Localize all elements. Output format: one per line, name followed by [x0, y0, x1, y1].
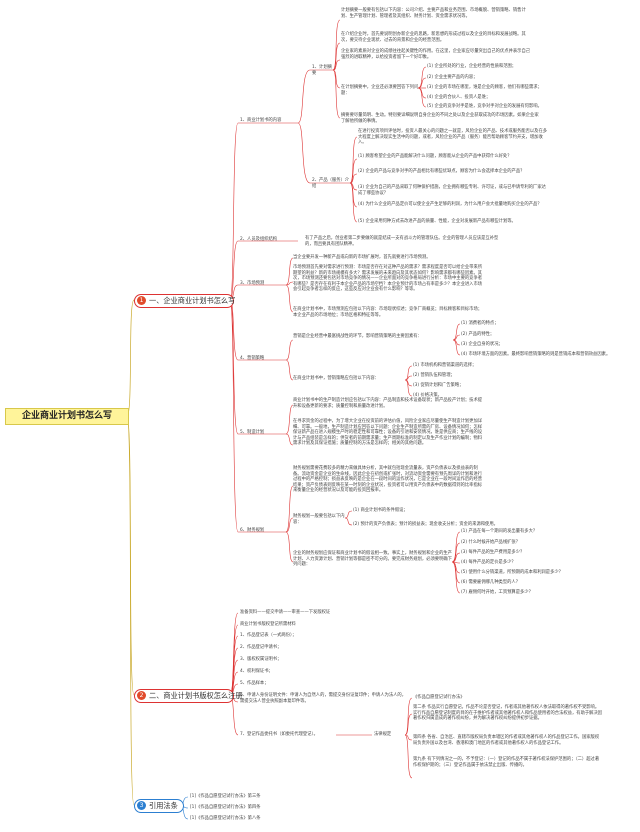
marketing-content-3: (3) 促销计划和广告策略；: [413, 383, 464, 388]
financial-question-2: (2) 什么时候开始产品线扩张？: [461, 540, 521, 545]
reference-2[interactable]: [1]《作品自愿登记试行办法》第四条: [190, 805, 261, 810]
summary-question-4: (4) 企业的合伙人、投资人是谁；: [427, 95, 491, 100]
financial-content-2: (2) 预计的资产负债表；预计的损益表；现金收支分析；资金的来源和使用。: [353, 522, 498, 527]
register-material-4: 4、权利保证书；: [240, 669, 273, 674]
summary-text-4: 摘要要尽量简明、生动。特别要详细说明自身企业的不同之处以及企业获取成功的市场因素…: [341, 113, 539, 124]
financial-question-7: (7) 雇佣何时开始，工资预算是多少？: [461, 590, 533, 595]
register-material-1: 1、作品登记表（一式两份）；: [240, 633, 297, 638]
marketing-content-2: (2) 营销队伍和管理；: [413, 373, 455, 378]
register-material-6: 6、申请人身份证明文件：申请人为自然人的，需提交身份证复印件；申请人为法人的，需…: [240, 693, 407, 704]
summary-text-2: 在介绍企业时，首先要说明创办新企业的思路，新思想的形成过程以及企业的目标和发展战…: [341, 32, 526, 43]
financial-question-6: (6) 需要雇佣哪几种类型的人？: [461, 580, 521, 585]
market-text-3: 在商业计划书中，市场预测应包括以下内容：市场现状综述；竞争厂商概览；目标顾客和目…: [293, 307, 483, 318]
root-node[interactable]: 企业商业计划书怎么写: [5, 408, 129, 425]
section-production-plan[interactable]: 5、制造计划: [240, 430, 265, 435]
marketing-factor-4: (4) 市场环境方面的因素。最终影响营销策略的则是营销成本和营销效益因素。: [461, 352, 611, 357]
section-team[interactable]: 2、人员及组织结构: [240, 237, 278, 242]
product-question-5: (5) 企业采用何种方式去改进产品的质量、性能，企业对发展新产品有哪些计划等。: [358, 219, 516, 224]
marketing-content-4: (4) 价格决策。: [413, 393, 442, 398]
section-marketing[interactable]: 4、营销策略: [240, 356, 265, 361]
summary-question-3: (3) 企业的市场在哪里，谁是企业的顾客，他们有哪些需求；: [427, 85, 542, 90]
summary-question-1: (1) 企业所处的行业，企业经营的性质和范围；: [427, 64, 517, 69]
marketing-factor-2: (2) 产品的特性；: [461, 332, 495, 337]
marketing-factors-intro: 营销是企业经营中最富挑战性的环节，影响营销策略的主要因素有：: [293, 334, 422, 339]
financial-text-2: 企业的财务规划应保证和商业计划书的假设相一致。事实上，财务规划和企业的生产计划、…: [293, 551, 452, 568]
register-material-2: 2、作品登记申请书；: [240, 645, 282, 650]
product-question-3: (3) 企业为自己的产品采取了何种保护措施，企业拥有哪些专利、许可证，或与已申请…: [358, 185, 546, 196]
product-question-1: (1) 顾客希望企业的产品能解决什么问题，顾客能从企业的产品中获得什么好处？: [358, 154, 512, 159]
branch-number-badge: 3: [137, 800, 146, 810]
marketing-factor-3: (3) 企业自身的状况；: [461, 342, 503, 347]
marketing-content-1: (1) 市场机构和营销渠道的选择；: [413, 363, 477, 368]
financial-content-1: (1) 商业计划书的条件假设；: [353, 508, 408, 513]
summary-text-1: 计划摘要一般要有包括以下内容：公司介绍、主要产品和业务范围、市场概貌、营销策略、…: [341, 8, 526, 19]
summary-text-3: 企业家的素质对企业的成绩往往起关键性的作用。在这里，企业家应尽量突出自己的优点并…: [341, 49, 531, 60]
reference-1[interactable]: [1]《作品自愿登记试行办法》第三条: [190, 794, 261, 799]
financial-text-1: 财务规划需要花费较多的精力来做具体分析，其中就包括现金流量表，资产负债表以及损益…: [293, 466, 483, 494]
financial-question-1: (1) 产品在每一个期间的发出量有多大？: [461, 529, 538, 534]
production-text-2: 在寻求资金的过程中，为了增大企业在投资前的评估价值，风险企业家应尽量使生产制造计…: [293, 419, 483, 447]
product-question-4: (4) 为什么企业的产品定价可以使企业产生足够的利润，为什么用户会大批量地购买企…: [358, 202, 542, 207]
register-process[interactable]: 准备资料——提交申请——审查——下发版权证: [240, 610, 331, 615]
financial-question-4: (4) 每件产品的定价是多少？: [461, 560, 516, 565]
financial-content-intro: 财务规划一般要包括以下内容：: [293, 514, 345, 525]
financial-question-5: (5) 使用什么分销渠道，所预期的成本和利润是多少？: [461, 570, 563, 575]
production-text-1: 商业计划书中的生产制造计划应包括以下内容：产品制造和技术设备现状；新产品投产计划…: [293, 398, 483, 409]
register-material-5: 5、作品样本；: [240, 681, 269, 686]
register-material-3: 3、版权权属证明书；: [240, 657, 282, 662]
section-product[interactable]: 2、产品（服务）介绍: [312, 178, 350, 189]
law-article-2: 第二条 作品实行自愿登记。作品不论是否登记，作者或其他著作权人依法取得的著作权不…: [413, 705, 603, 722]
branch-number-badge: 2: [137, 690, 146, 700]
law-article-4: 第四条 各省、自治区、直辖市版权局负责本辖区的作者或其他著作权人的作品登记工作。…: [413, 735, 600, 746]
market-text-2: 市场预测首先要对需求进行预测：市场是否存在对这种产品的需求？需求程度是否可以给企…: [293, 265, 483, 293]
market-text-1: 当企业要开发一种新产品或向新的市场扩展时，首先就要进行市场预测。: [293, 255, 431, 260]
summary-question-2: (2) 企业主要产品的内容；: [427, 75, 478, 80]
branch-label: 引用法条: [149, 801, 178, 810]
section-market-forecast[interactable]: 3、市场预测: [240, 281, 265, 286]
law-article-9: 第九条 有下列情况之一的，不予登记：（一）登记的作品不属于著作权法保护范围的；（…: [413, 757, 600, 768]
law-title: 《作品自愿登记试行办法》: [413, 695, 465, 700]
team-text: 有了产品之后，创业者第二步要做的就是结成一支有战斗力的管理队伍。企业的管理人员应…: [305, 236, 499, 247]
register-material-7: 7、登记作品委托书（如委托代理登记）。: [240, 732, 318, 737]
law-label[interactable]: 法律规定: [374, 732, 392, 737]
branch-label: 二、商业计划书版权怎么注册: [149, 691, 243, 700]
financial-question-3: (3) 每件产品的生产费用是多少？: [461, 550, 525, 555]
register-materials-title[interactable]: 商业计划书版权登记所需材料: [240, 622, 296, 627]
section-summary[interactable]: 1、计划摘要: [312, 65, 332, 76]
branch-label: 一、企业商业计划书怎么写: [149, 296, 236, 305]
summary-question-5: (5) 企业的竞争对手是谁，竞争对手对企业的发展有何影响。: [427, 104, 542, 109]
marketing-content-intro: 在商业计划书中，营销策略应包括以下内容：: [293, 376, 379, 381]
summary-questions-intro: 在计划摘要中，企业还必须要回答下列问题：: [341, 85, 419, 96]
product-question-2: (2) 企业的产品与竞争对手的产品相比有哪些优缺点，顾客为什么会选择本企业的产品…: [358, 169, 525, 174]
branch-number-badge: 1: [137, 295, 146, 305]
product-text-1: 在进行投资项目评估时，投资人最关心的问题之一就是，风险企业的产品、技术或服务能否…: [358, 129, 548, 146]
section-contents[interactable]: 1、商业计划书的内容: [240, 118, 282, 123]
reference-3[interactable]: [1]《作品自愿登记试行办法》第八条: [190, 816, 261, 821]
marketing-factor-1: (1) 消费者的特点；: [461, 321, 499, 326]
section-financial-plan[interactable]: 6、财务规划: [240, 528, 265, 533]
